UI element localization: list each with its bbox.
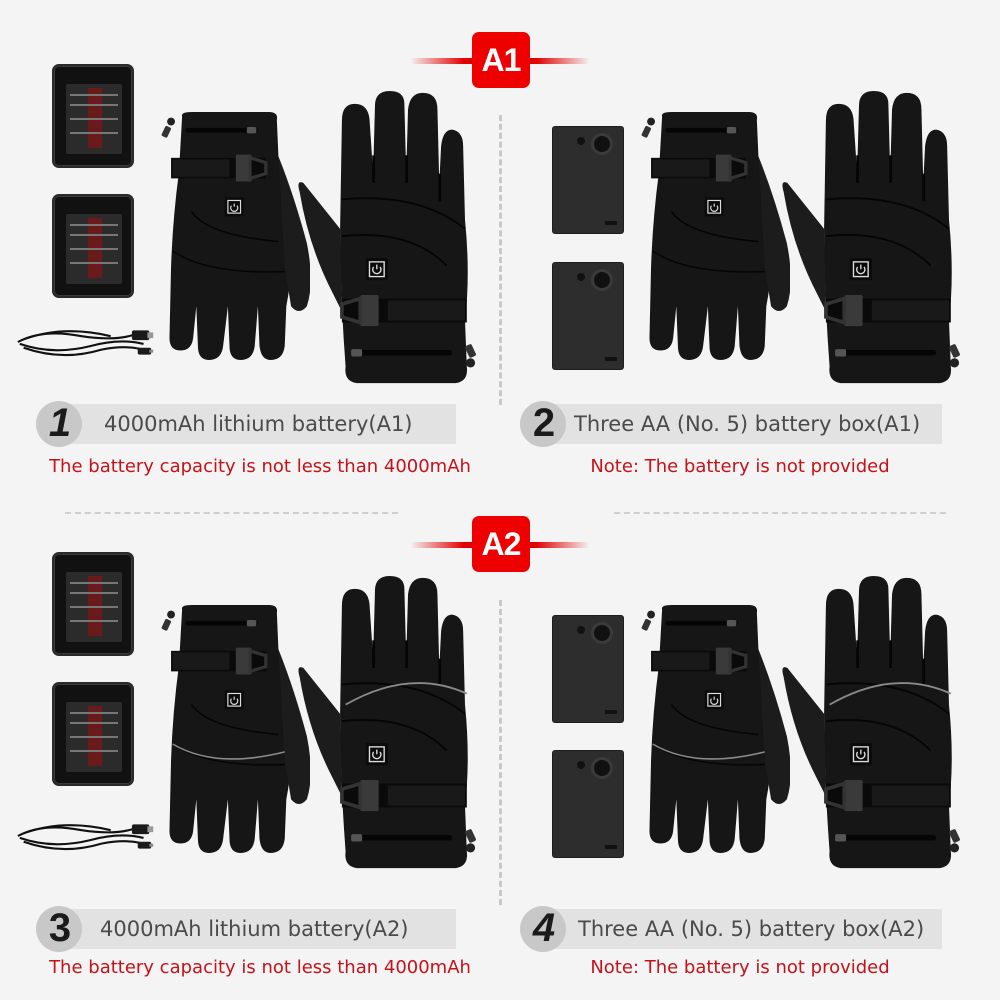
glove-palm-icon — [780, 89, 960, 385]
caption-bar — [540, 909, 942, 949]
section-badge-a1: A1 — [400, 30, 600, 90]
option-title: Three AA (No. 5) battery box(A1) — [574, 412, 921, 436]
lithium-battery-pack-icon — [52, 682, 134, 786]
option-4-caption: 4 Three AA (No. 5) battery box(A2) — [520, 906, 942, 952]
option-1-note: The battery capacity is not less than 40… — [49, 456, 471, 477]
number-circle — [520, 401, 566, 447]
option-1-caption: 1 4000mAh lithium battery(A1) — [36, 401, 456, 447]
option-title: Three AA (No. 5) battery box(A2) — [578, 917, 925, 941]
glove-back-icon — [160, 110, 310, 362]
glove-back-icon — [640, 110, 790, 362]
aa-battery-box-icon — [552, 615, 624, 723]
option-number: 4 — [532, 906, 556, 950]
horizontal-divider-right — [614, 512, 946, 514]
reflective-piping — [652, 743, 765, 760]
vertical-divider-bottom — [499, 600, 502, 905]
lithium-battery-pack-icon — [52, 64, 134, 168]
option-3-caption: 3 4000mAh lithium battery(A2) — [36, 906, 456, 952]
option-3-note: The battery capacity is not less than 40… — [49, 957, 471, 978]
number-circle — [36, 906, 82, 952]
badge-label: A1 — [472, 32, 530, 88]
reflective-piping — [172, 743, 285, 760]
vertical-divider-top — [499, 115, 502, 405]
number-circle — [520, 906, 566, 952]
option-number: 3 — [48, 906, 72, 950]
aa-battery-box-icon — [552, 126, 624, 234]
usb-charging-cable-icon — [16, 329, 155, 357]
option-4-note: Note: The battery is not provided — [590, 957, 890, 978]
usb-charging-cable-icon — [16, 823, 155, 851]
option-number: 1 — [48, 401, 72, 445]
reflective-piping — [829, 682, 952, 706]
caption-bar — [56, 909, 456, 949]
glove-palm-icon — [296, 89, 476, 385]
option-2-note: Note: The battery is not provided — [590, 456, 890, 477]
caption-bar — [56, 404, 456, 444]
option-title: 4000mAh lithium battery(A1) — [104, 412, 413, 436]
aa-battery-box-icon — [552, 262, 624, 370]
badge-label: A2 — [472, 516, 530, 572]
lithium-battery-pack-icon — [52, 194, 134, 298]
option-number: 2 — [532, 401, 556, 445]
number-circle — [36, 401, 82, 447]
reflective-piping — [345, 682, 468, 706]
aa-battery-box-icon — [552, 750, 624, 858]
option-title: 4000mAh lithium battery(A2) — [100, 917, 409, 941]
option-2-caption: 2 Three AA (No. 5) battery box(A1) — [520, 401, 942, 447]
caption-bar — [540, 404, 942, 444]
lithium-battery-pack-icon — [52, 552, 134, 656]
horizontal-divider-left — [65, 512, 398, 514]
section-badge-a2: A2 — [400, 514, 600, 574]
